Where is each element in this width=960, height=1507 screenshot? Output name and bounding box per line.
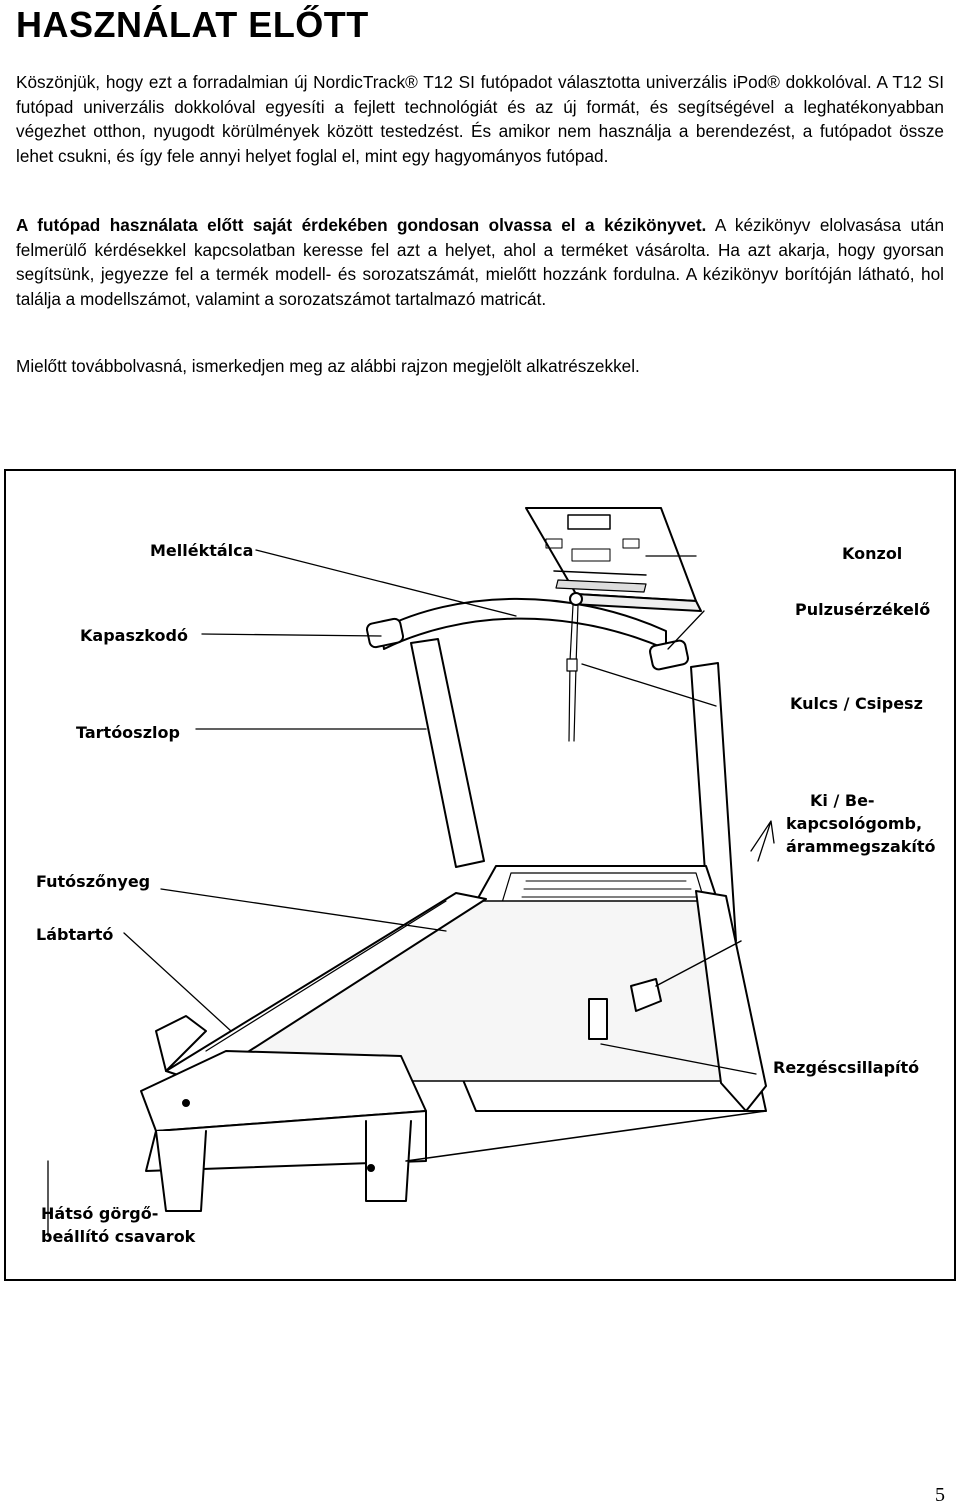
label-power-3: árammegszakító: [786, 837, 936, 856]
intro-paragraph: Köszönjük, hogy ezt a forradalmian új No…: [16, 72, 944, 166]
label-accessory-tray: Melléktálca: [150, 541, 254, 560]
key-clip-drawing: [566, 592, 583, 742]
label-rear-roller-2: beállító csavarok: [41, 1227, 196, 1246]
page-number: 5: [935, 1484, 945, 1506]
label-power-2: kapcsológomb,: [786, 814, 923, 833]
manual-notice-text: A kézikönyv elolvasása után felmerülő ké…: [16, 215, 944, 309]
manual-notice-bold: A futópad használata előtt saját érdekéb…: [16, 215, 707, 235]
label-foot-rail: Lábtartó: [36, 925, 114, 944]
label-rear-roller-1: Hátsó görgő-: [41, 1204, 159, 1223]
treadmill-diagram: Melléktálca Kapaszkodó Tartóoszlop Futós…: [4, 469, 956, 1281]
console-drawing: [525, 507, 702, 612]
page-title: HASZNÁLAT ELŐTT: [16, 4, 369, 45]
label-shock-absorber: Rezgéscsillapító: [773, 1058, 920, 1077]
label-power-1: Ki / Be-: [810, 791, 875, 810]
label-console: Konzol: [842, 544, 903, 563]
treadmill-drawing: [47, 507, 775, 1237]
label-walking-belt: Futószőnyeg: [36, 872, 151, 891]
parts-intro-paragraph: Mielőtt továbbolvasná, ismerkedjen meg a…: [16, 356, 640, 376]
manual-notice-paragraph: A futópad használata előtt saját érdekéb…: [16, 213, 944, 311]
label-key-clip: Kulcs / Csipesz: [790, 694, 923, 713]
label-upright: Tartóoszlop: [76, 723, 180, 742]
handrail-drawing: [365, 597, 689, 671]
label-handrail: Kapaszkodó: [80, 626, 188, 645]
pointer-lines: [47, 549, 775, 1237]
deck-drawing: [140, 865, 767, 1212]
label-pulse-sensor: Pulzusérzékelő: [795, 600, 931, 619]
